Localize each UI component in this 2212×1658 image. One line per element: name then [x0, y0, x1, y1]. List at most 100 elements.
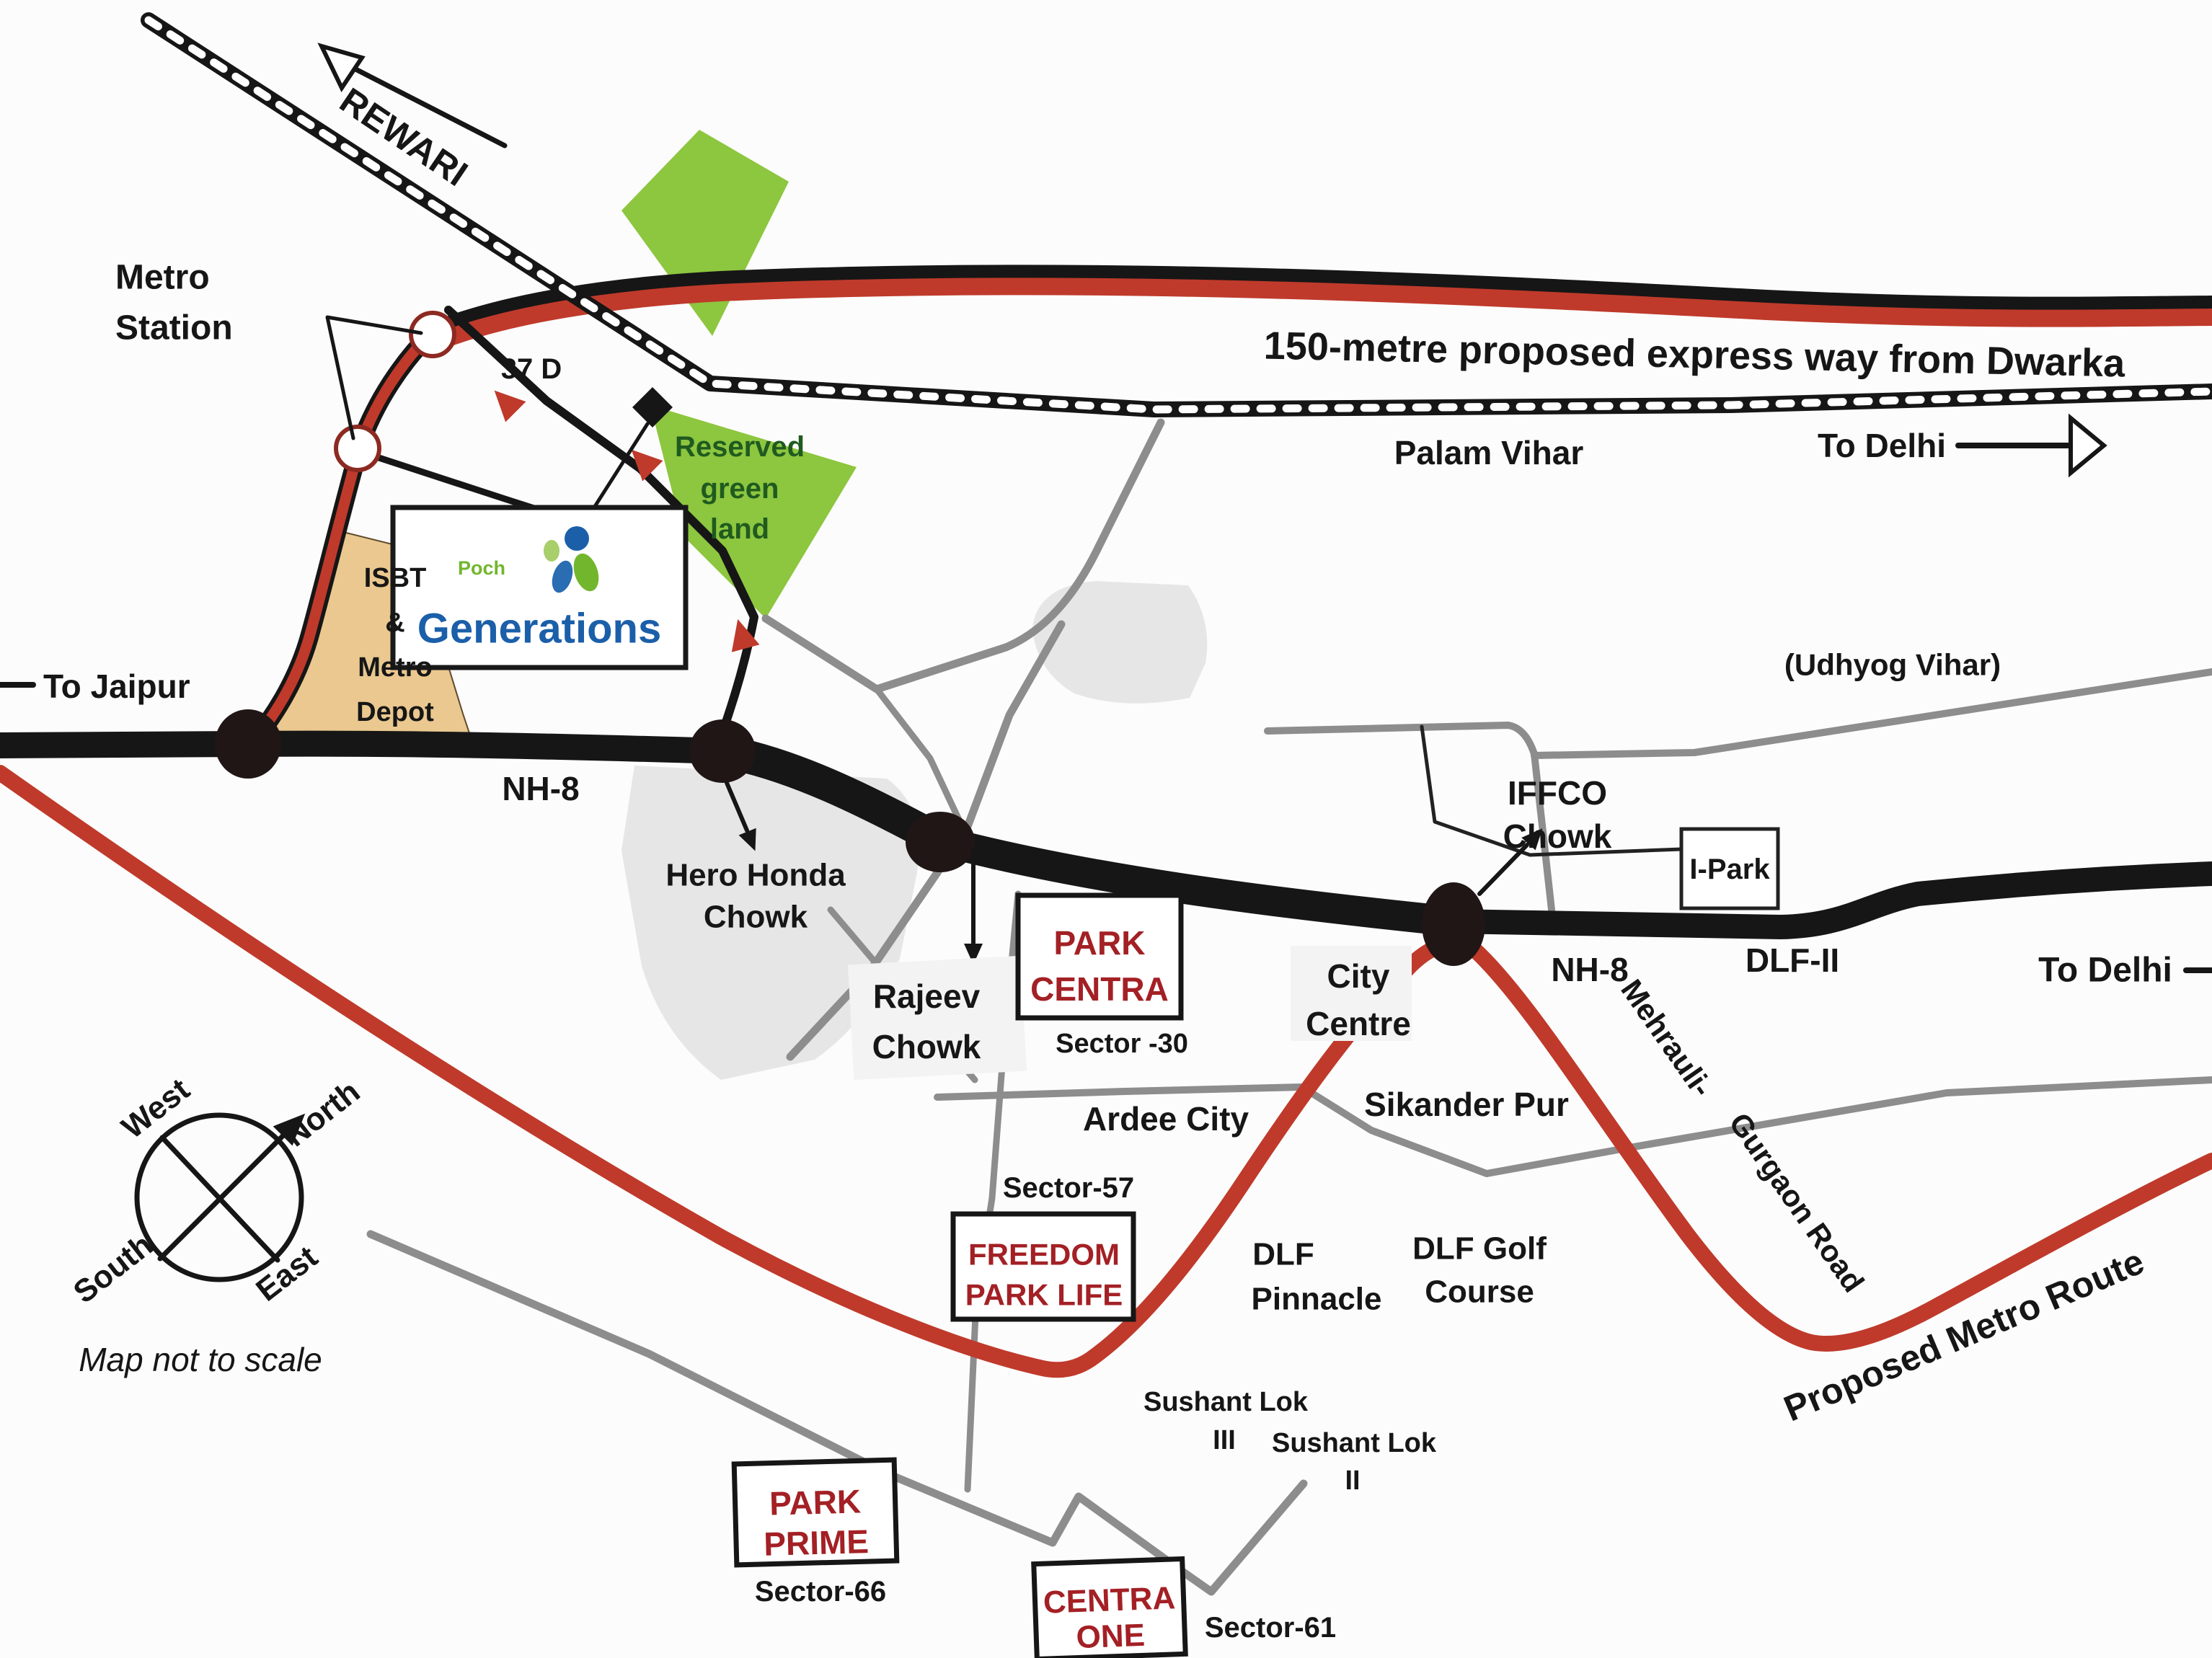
label-dlf-ii: DLF-II: [1746, 941, 1839, 979]
compass: West North South East: [67, 1071, 366, 1310]
label-palam-vihar: Palam Vihar: [1394, 434, 1584, 471]
label-sushant-lok-ii: II: [1345, 1466, 1360, 1496]
centra-one-box: CENTRA ONE: [1031, 1556, 1188, 1658]
metro-station-circle-icon: [409, 311, 456, 358]
logo-small-head-icon: [544, 540, 559, 562]
compass-north-label: North: [278, 1074, 367, 1154]
ipark-boundary-line: [1420, 724, 1684, 857]
palam-area-blob: [1032, 581, 1208, 704]
freedom-park-life-label: PARK LIFE: [965, 1278, 1123, 1312]
junction-dot-hero-honda: [689, 719, 756, 783]
proposed-metro-route: [0, 765, 2212, 1378]
compass-east-label: East: [249, 1239, 324, 1308]
park-centra-label: PARK: [1054, 924, 1146, 962]
iffco-arrow: [1477, 843, 1529, 896]
label-mehrauli: Mehrauli-: [1614, 973, 1720, 1103]
city-centre-label-patch: [1291, 946, 1412, 1041]
hero-honda-arrowhead-icon: [738, 828, 756, 851]
junction-dot-rajeev: [906, 812, 975, 872]
compass-west-label: West: [115, 1071, 197, 1145]
green-land-upper: [621, 130, 789, 336]
road-gray-udhyog-diagonal: [1531, 668, 2212, 759]
road-gray-sector30-south: [934, 1083, 1306, 1101]
label-reserved-green: green: [701, 473, 779, 505]
label-iffco-chowk: IFFCO: [1508, 774, 1607, 812]
compass-circle-icon: [134, 1112, 304, 1282]
label-rajeev-chowk: Chowk: [872, 1028, 981, 1065]
nh8-road-west: [0, 730, 735, 764]
label-dlf-pinnacle: DLF: [1252, 1237, 1314, 1272]
hero-honda-arrow: [725, 781, 749, 833]
label-rajeev-chowk: Rajeev: [873, 977, 981, 1015]
green-land-lower: [650, 405, 857, 619]
label-dlf-golf: DLF Golf: [1412, 1231, 1547, 1267]
centra-one-label: CENTRA: [1043, 1580, 1176, 1620]
label-metro-station: Metro: [115, 259, 210, 297]
centra-one-label: ONE: [1076, 1618, 1146, 1655]
railway-hatch: [144, 16, 2212, 414]
label-ardee-city: Ardee City: [1083, 1100, 1249, 1138]
not-to-scale-note: Map not to scale: [79, 1341, 322, 1378]
junction-dot-jaipur: [215, 709, 281, 779]
road-gray-long-diagonal: [366, 1230, 1308, 1596]
label-to-delhi-top: To Delhi: [1818, 427, 1946, 464]
logo-head-icon: [565, 526, 589, 551]
rewari-arrow-line: [330, 55, 508, 148]
park-prime-box: PARK PRIME: [731, 1457, 900, 1568]
nh8-road-mid2: [925, 825, 1467, 936]
label-reserved-green: Reserved: [675, 431, 805, 463]
expressway-road-base: [421, 265, 2212, 343]
label-sector-57: Sector-57: [1003, 1172, 1134, 1204]
label-to-jaipur: To Jaipur: [43, 668, 190, 705]
label-reserved-green: land: [710, 513, 769, 545]
label-city-centre: Centre: [1306, 1005, 1411, 1042]
route-arrowhead-icon: [494, 390, 526, 422]
metro-station-circle-icon: [334, 425, 381, 472]
logo-leaf-green-icon: [573, 553, 599, 592]
logo-leaf-blue-icon: [552, 560, 573, 593]
route-arrowhead-icon: [631, 449, 663, 482]
label-isbt: &: [385, 608, 404, 638]
metro-station-pointer-lines: [325, 315, 423, 440]
iffco-arrowhead-icon: [1521, 828, 1543, 851]
label-nh8-east: NH-8: [1551, 951, 1628, 988]
compass-south-label: South: [67, 1227, 159, 1310]
label-isbt: ISBT: [364, 563, 427, 593]
label-37d: 37 D: [501, 353, 562, 385]
logo-brand-text: Poch: [458, 557, 505, 579]
label-dlf-golf: Course: [1425, 1274, 1534, 1310]
label-nh8-west: NH-8: [502, 770, 579, 807]
road-gray-branch: [873, 686, 968, 835]
label-city-centre: City: [1327, 957, 1390, 995]
park-prime-label: PARK: [769, 1482, 862, 1522]
to-delhi-top-arrowhead-icon: [2069, 413, 2107, 478]
compass-arrowhead-icon: [273, 1113, 306, 1146]
freedom-park-life-label: FREEDOM: [968, 1238, 1120, 1272]
road-37d: [444, 306, 758, 757]
generations-project-box: Poch Generations: [390, 505, 689, 670]
label-metro-station: Station: [115, 309, 233, 347]
site-diamond-icon: [632, 387, 673, 427]
label-sector-66: Sector-66: [755, 1576, 886, 1608]
label-iffco-chowk: Chowk: [1503, 817, 1612, 855]
logo-project-name: Generations: [417, 606, 661, 652]
expressway-road-red-band: [423, 278, 2212, 353]
label-isbt: Depot: [356, 697, 434, 727]
route-arrowhead-icon: [731, 619, 760, 652]
rajeev-label-patch: [847, 955, 1027, 1081]
label-sushant-lok-iii: III: [1213, 1425, 1236, 1455]
label-dlf-pinnacle: Pinnacle: [1252, 1282, 1382, 1317]
label-hero-honda: Chowk: [704, 900, 808, 935]
park-centra-label: CENTRA: [1030, 970, 1169, 1008]
label-expressway: 150-metre proposed express way from Dwar…: [1263, 324, 2125, 385]
rewari-arrowhead-icon: [317, 43, 366, 93]
generations-box-frame: [390, 505, 689, 670]
label-sector-61: Sector-61: [1205, 1612, 1336, 1644]
nh8-road-east: [1440, 861, 2212, 939]
road-gray-green-to-railway: [761, 418, 1165, 693]
label-sector-30: Sector -30: [1056, 1029, 1188, 1059]
metro-approach-curve-red: [245, 327, 437, 750]
i-park-box: I-Park: [1679, 827, 1780, 910]
